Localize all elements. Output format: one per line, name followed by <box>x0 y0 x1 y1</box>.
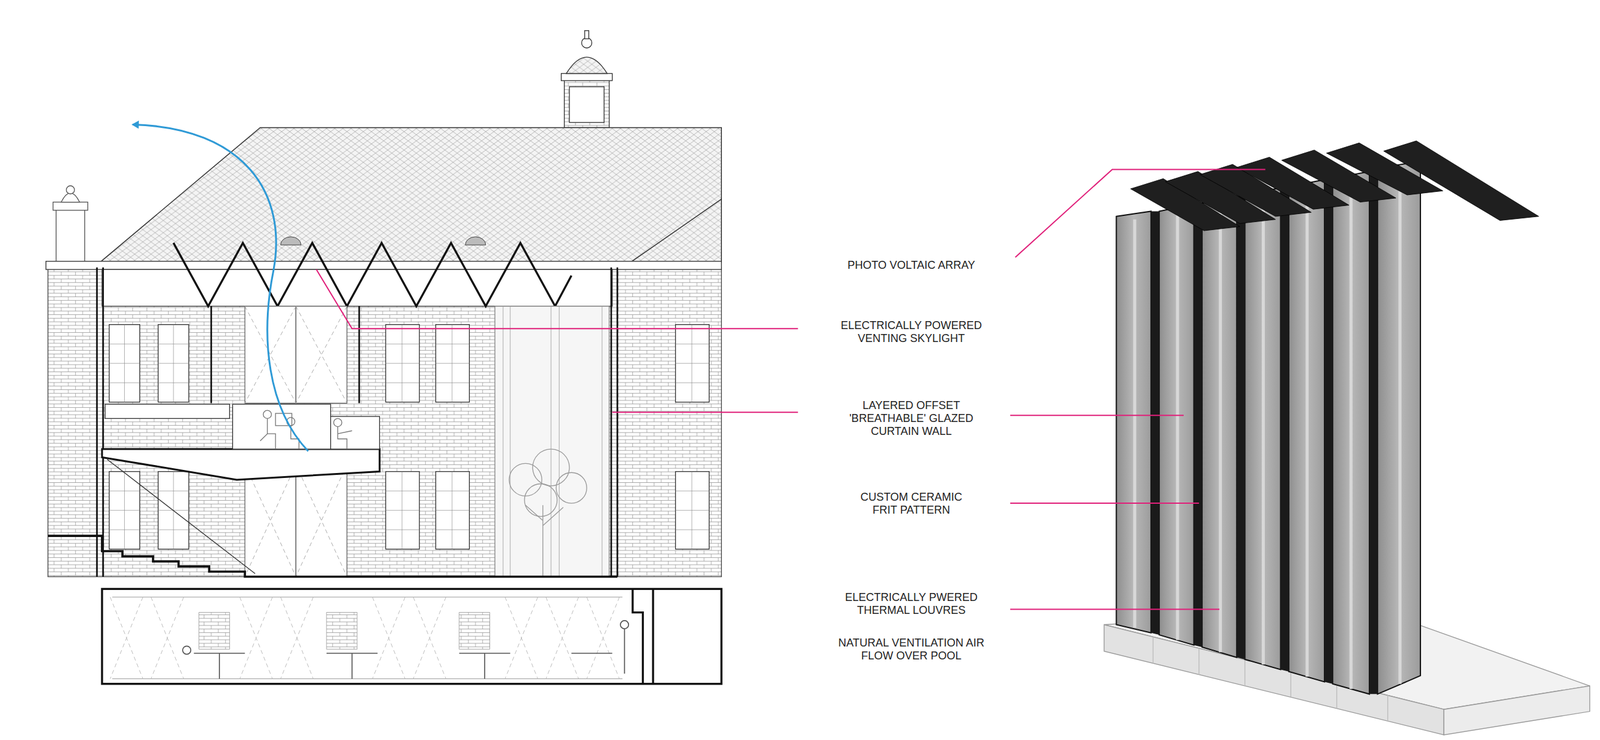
glass-fin <box>1116 161 1421 694</box>
eave <box>46 261 722 270</box>
pool-level <box>102 588 722 684</box>
roof <box>100 127 722 262</box>
leader-line <box>316 169 1265 609</box>
pool-panel <box>110 597 620 679</box>
person <box>260 410 352 449</box>
cupola <box>561 30 613 128</box>
callout-label: LAYERED OFFSET 'BREATHABLE' GLAZED CURTA… <box>834 399 989 438</box>
roof-hip <box>630 199 722 263</box>
photo-voltaic-panel <box>1130 140 1540 231</box>
chimney <box>52 185 88 262</box>
callout-label: ELECTRICALLY POWERED VENTING SKYLIGHT <box>830 319 992 345</box>
tree <box>509 448 587 577</box>
mezzanine-slab <box>102 448 380 480</box>
venting-skylight <box>173 242 572 307</box>
atrium-glazing <box>495 306 610 577</box>
table <box>182 620 629 679</box>
callout-label: PHOTO VOLTAIC ARRAY <box>819 258 1004 272</box>
callout-label: NATURAL VENTILATION AIR FLOW OVER POOL <box>830 636 992 663</box>
window <box>109 324 710 550</box>
column <box>97 267 618 577</box>
brick-wall <box>47 267 722 577</box>
callout-label: ELECTRICALLY PWERED THERMAL LOUVRES <box>830 590 992 617</box>
callout-label: CUSTOM CERAMIC FRIT PATTERN <box>849 490 973 517</box>
air-flow-arrow <box>132 124 309 451</box>
ground-line <box>47 535 618 577</box>
